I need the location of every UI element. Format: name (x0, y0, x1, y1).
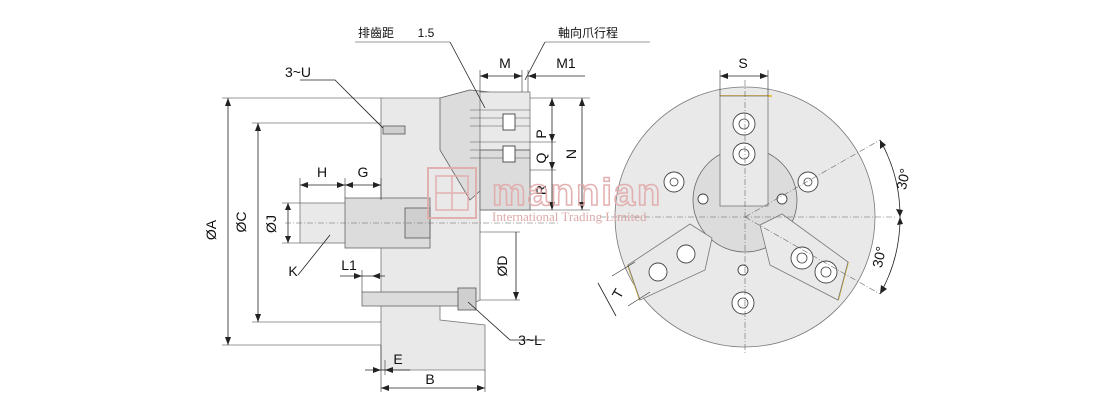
label-b: B (425, 371, 434, 387)
mount-bolt (361, 291, 473, 307)
front-view: S T 30° 30° (597, 55, 913, 355)
label-angle-top: 30° (893, 167, 913, 191)
label-angle-bottom: 30° (869, 245, 889, 269)
watermark-logo (427, 167, 477, 219)
label-h: H (317, 164, 327, 180)
jaw-left (627, 223, 713, 301)
u-screw (382, 125, 406, 135)
side-view: ØA ØC ØJ H G K L1 (203, 25, 650, 392)
label-tooth-pitch-value: 1.5 (418, 26, 435, 40)
mount-hole-2 (797, 171, 819, 193)
label-g: G (358, 164, 369, 180)
label-dia-d: ØD (494, 256, 510, 277)
label-t: T (609, 285, 627, 301)
label-m: M (499, 55, 511, 71)
label-jaw-stroke: 軸向爪行程 (558, 25, 618, 40)
label-s: S (738, 55, 747, 71)
mount-bolt-head (457, 287, 477, 311)
label-u-holes: 3~U (285, 64, 311, 80)
jaw-block-lower (479, 149, 531, 211)
label-tooth-pitch: 排齒距 (358, 26, 394, 40)
small-hole-bottom (737, 264, 749, 276)
watermark: mannian International Trading Limited (427, 167, 662, 224)
jaw-top-bolt-2 (732, 142, 756, 166)
label-dia-c: ØC (233, 212, 249, 233)
label-l1: L1 (341, 257, 357, 273)
label-r: R (533, 185, 549, 195)
jaw-bolt-top (502, 113, 516, 131)
label-m1: M1 (556, 55, 576, 71)
jaw-top-bolt-1 (732, 112, 756, 136)
label-dia-a: ØA (203, 219, 219, 240)
label-l-holes: 3~L (518, 332, 542, 348)
label-k: K (288, 263, 298, 279)
jaw-bolt-bottom (502, 145, 516, 163)
jaw-right-bolt-1 (790, 246, 814, 270)
watermark-brand: mannian (492, 172, 662, 214)
small-hole-right (776, 193, 788, 205)
watermark-subtitle: International Trading Limited (492, 209, 647, 224)
jaw-left-bolt-2 (648, 262, 668, 282)
jaw-left-bolt-1 (676, 244, 696, 264)
label-dia-j: ØJ (263, 215, 279, 233)
small-hole-left (697, 193, 709, 205)
jaw-right-bolt-2 (814, 260, 838, 284)
label-p: P (533, 129, 549, 138)
label-e: E (393, 351, 402, 367)
label-n: N (563, 149, 579, 159)
mount-hole-3 (731, 291, 755, 315)
label-q: Q (533, 152, 549, 163)
jaw-serrations (470, 109, 530, 159)
mount-hole-1 (663, 171, 685, 193)
